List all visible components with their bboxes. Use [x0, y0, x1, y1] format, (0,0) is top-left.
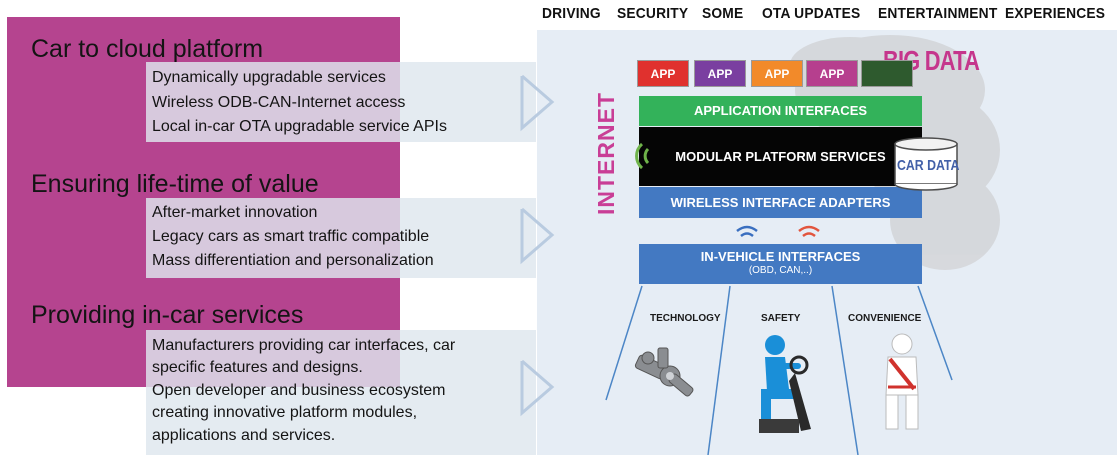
chevron-right-icon — [520, 207, 555, 265]
top-label-driving: DRIVING — [542, 5, 601, 22]
section-band-1 — [146, 62, 536, 142]
mechanical-part-icon — [634, 347, 694, 397]
bullet-text: creating innovative platform modules, — [152, 404, 418, 421]
top-label-security: SECURITY — [617, 5, 689, 22]
top-label-experiences: EXPERIENCES — [1005, 5, 1106, 22]
car-data-label: CAR DATA — [897, 157, 960, 174]
database-icon — [894, 137, 958, 191]
top-label-entertainment: ENTERTAINMENT — [878, 5, 998, 22]
in-vehicle-interfaces-sub: (OBD, CAN,..) — [748, 265, 813, 276]
bullet-text: Local in-car OTA upgradable service APIs — [152, 118, 447, 135]
app-tile: APP — [751, 60, 803, 87]
bullet-text: Mass differentiation and personalization — [152, 252, 434, 269]
category-convenience: CONVENIENCE — [848, 313, 922, 324]
section-band-3 — [146, 330, 536, 455]
bullet-text: specific features and designs. — [152, 359, 363, 376]
chevron-right-icon — [520, 74, 555, 132]
in-vehicle-interfaces-bar: IN-VEHICLE INTERFACES (OBD, CAN,..) — [639, 244, 922, 284]
modular-platform-services-bar: MODULAR PLATFORM SERVICES — [639, 127, 922, 186]
bullet-text: Dynamically upgradable services — [152, 69, 386, 86]
wireless-red-icon — [798, 225, 820, 238]
app-tile-empty — [861, 60, 913, 87]
seated-person-icon — [885, 333, 919, 430]
internet-label: INTERNET — [593, 92, 619, 215]
wireless-interface-adapters-bar: WIRELESS INTERFACE ADAPTERS — [639, 187, 922, 218]
section-title-in-car-services: Providing in-car services — [31, 301, 304, 329]
category-safety: SAFETY — [761, 313, 801, 324]
top-label-some: SOME — [702, 5, 744, 22]
bullet-text: Legacy cars as smart traffic compatible — [152, 228, 430, 245]
bullet-text: Manufacturers providing car interfaces, … — [152, 337, 456, 354]
section-band-2 — [146, 198, 536, 278]
application-interfaces-bar: APPLICATION INTERFACES — [639, 96, 922, 126]
bullet-text: applications and services. — [152, 427, 336, 444]
app-tile: APP — [694, 60, 746, 87]
section-title-life-time-value: Ensuring life-time of value — [31, 170, 319, 198]
bullet-text: Wireless ODB-CAN-Internet access — [152, 94, 406, 111]
top-label-ota-updates: OTA UPDATES — [762, 5, 861, 22]
driver-icon — [759, 335, 811, 433]
category-technology: TECHNOLOGY — [650, 313, 721, 324]
wifi-signal-icon — [635, 142, 650, 170]
in-vehicle-interfaces-label: IN-VEHICLE INTERFACES — [700, 249, 861, 264]
bullet-text: After-market innovation — [152, 204, 318, 221]
bullet-text: Open developer and business ecosystem — [152, 382, 446, 399]
section-title-car-to-cloud: Car to cloud platform — [31, 35, 264, 63]
wireless-blue-icon — [736, 225, 758, 238]
app-tile: APP — [637, 60, 689, 87]
chevron-right-icon — [520, 359, 555, 417]
fan-lines — [605, 285, 953, 455]
app-tile: APP — [806, 60, 858, 87]
